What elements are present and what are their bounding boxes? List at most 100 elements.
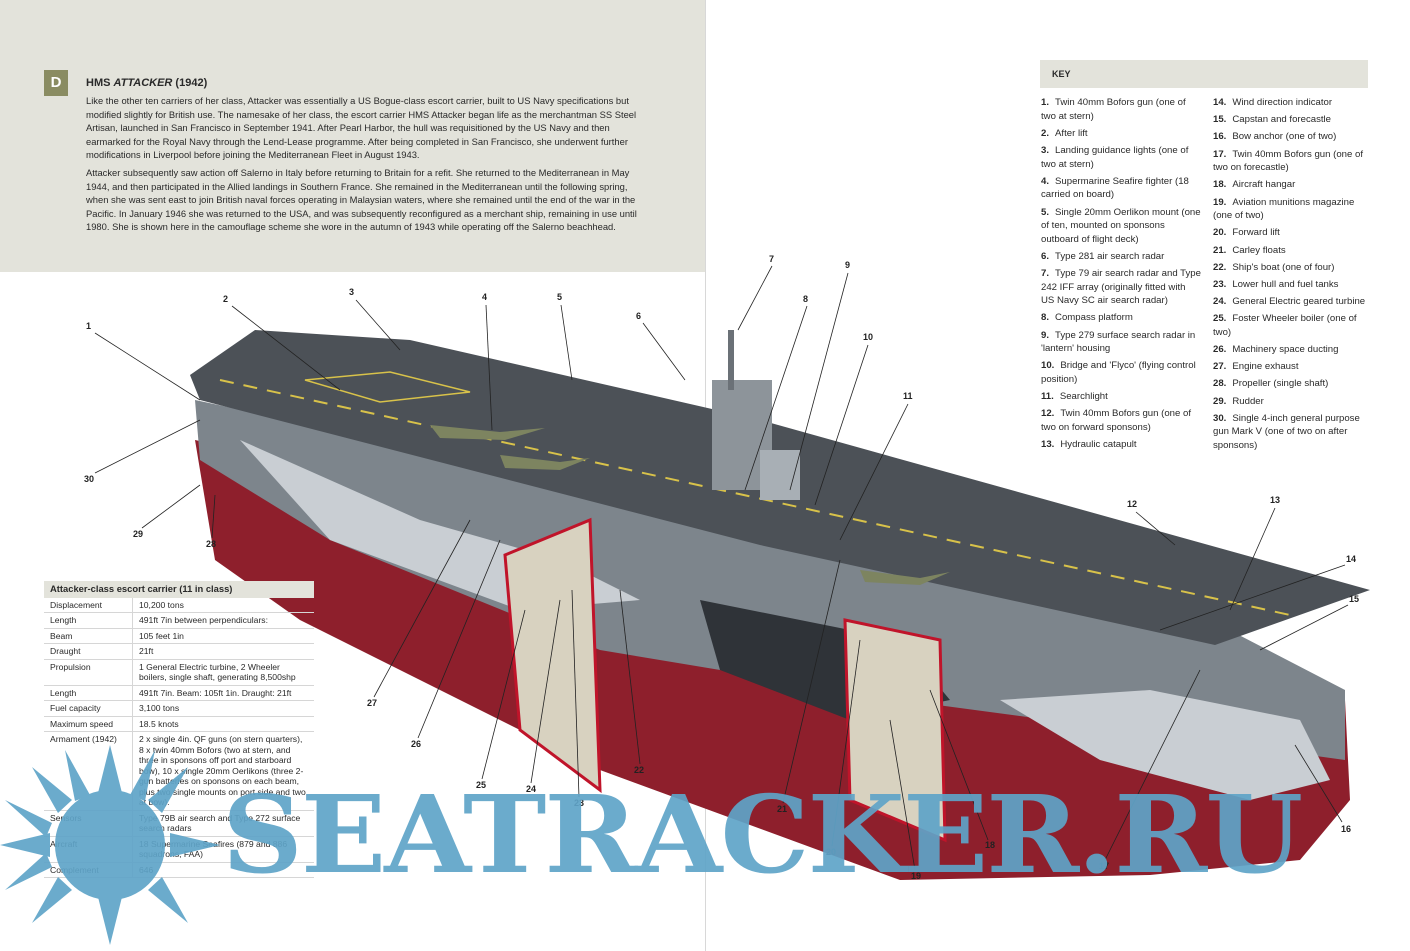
key-item: 3.Landing guidance lights (one of two at… — [1041, 144, 1201, 171]
key-item-number: 22. — [1213, 261, 1227, 273]
key-item: 20.Forward lift — [1213, 226, 1371, 240]
intro-body: Like the other ten carriers of her class… — [86, 94, 646, 238]
key-item-number: 11. — [1041, 391, 1054, 403]
spec-value: 21ft — [132, 643, 314, 660]
callout-13: 13 — [1270, 495, 1281, 505]
callout-17: 17 — [1099, 861, 1110, 871]
key-item: 2. After lift — [1041, 127, 1201, 141]
spec-label: Draught — [44, 643, 133, 660]
spec-value: 10,200 tons — [132, 597, 314, 613]
callout-12: 12 — [1127, 499, 1138, 509]
key-item-text: Rudder — [1232, 395, 1264, 407]
key-item-text: Bow anchor (one of two) — [1232, 131, 1337, 143]
callout-21: 21 — [777, 804, 788, 814]
callout-7: 7 — [769, 254, 775, 264]
key-item-text: Compass platform — [1055, 312, 1133, 324]
key-item: 7.Type 79 air search radar and Type 242 … — [1041, 267, 1201, 308]
callout-27: 27 — [367, 698, 378, 708]
callout-1: 1 — [86, 321, 92, 331]
key-item: 13.Hydraulic catapult — [1041, 438, 1201, 452]
key-item-number: 25. — [1213, 313, 1227, 325]
key-item-number: 5. — [1041, 206, 1050, 218]
key-item-text: Forward lift — [1232, 227, 1280, 239]
key-item: 6.Type 281 air search radar — [1041, 250, 1201, 264]
title-ship: ATTACKER — [113, 77, 173, 89]
key-column-left: 1.Twin 40mm Bofors gun (one of two at st… — [1041, 96, 1201, 455]
key-item-number: 28. — [1213, 378, 1227, 390]
key-item-number: 26. — [1213, 344, 1227, 356]
key-item-text: Twin 40mm Bofors gun (one of two on fore… — [1213, 148, 1363, 174]
callout-18: 18 — [985, 840, 996, 850]
key-item-number: 8. — [1041, 312, 1050, 324]
key-item: 18.Aircraft hangar — [1213, 178, 1371, 192]
key-item: 1.Twin 40mm Bofors gun (one of two at st… — [1041, 96, 1201, 123]
callout-lines — [94, 265, 1349, 871]
key-item: 8. Compass platform — [1041, 311, 1201, 325]
callout-11: 11 — [903, 391, 913, 401]
key-item: 10.Bridge and 'Flyco' (flying control po… — [1041, 359, 1201, 386]
spec-label: Length — [44, 685, 133, 701]
key-item-text: After lift — [1055, 127, 1088, 139]
key-item: 28. Propeller (single shaft) — [1213, 377, 1371, 391]
spec-value: 3,100 tons — [132, 700, 314, 717]
callout-8: 8 — [803, 294, 809, 304]
key-item: 5.Single 20mm Oerlikon mount (one of ten… — [1041, 206, 1201, 247]
key-item-text: Single 4-inch general purpose gun Mark V… — [1213, 412, 1360, 451]
spec-value: 2 x single 4in. QF guns (on stern quarte… — [132, 731, 314, 811]
spec-value: 1 General Electric turbine, 2 Wheeler bo… — [132, 659, 314, 686]
key-item-text: Wind direction indicator — [1232, 97, 1333, 108]
key-header: KEY — [1040, 60, 1368, 88]
key-item-number: 15. — [1213, 114, 1227, 126]
key-item-text: Lower hull and fuel tanks — [1232, 278, 1339, 290]
key-item-text: Propeller (single shaft) — [1232, 378, 1329, 390]
callout-25: 25 — [476, 780, 487, 790]
spec-label: Fuel capacity — [44, 700, 133, 717]
key-item: 23. Lower hull and fuel tanks — [1213, 278, 1371, 292]
spec-label: Displacement — [44, 597, 133, 613]
key-item-text: Searchlight — [1059, 391, 1108, 403]
callout-4: 4 — [482, 292, 488, 302]
key-item-text: Carley floats — [1232, 244, 1286, 256]
callout-23: 23 — [574, 798, 585, 808]
key-item: 17.Twin 40mm Bofors gun (one of two on f… — [1213, 148, 1371, 175]
intro-panel — [0, 0, 705, 272]
key-item-number: 2. — [1041, 127, 1050, 139]
spec-label: Maximum speed — [44, 716, 133, 732]
key-item: 22. Ship's boat (one of four) — [1213, 261, 1371, 275]
key-item: 4.Supermarine Seafire fighter (18 carrie… — [1041, 175, 1201, 202]
hull — [195, 400, 1350, 880]
key-item: 12.Twin 40mm Bofors gun (one of two on f… — [1041, 407, 1201, 434]
spec-value: 491ft 7in between perpendiculars: — [132, 612, 314, 629]
key-item: 11. Searchlight — [1041, 390, 1201, 404]
callout-16: 16 — [1341, 824, 1352, 834]
key-item-text: Machinery space ducting — [1232, 344, 1339, 356]
spec-label: Propulsion — [44, 659, 133, 686]
key-item-number: 21. — [1213, 244, 1227, 256]
key-item: 16.Bow anchor (one of two) — [1213, 130, 1371, 144]
key-item: 15.Capstan and forecastle — [1213, 113, 1371, 127]
key-item-text: Twin 40mm Bofors gun (one of two on forw… — [1041, 408, 1191, 433]
key-item-text: Type 79 air search radar and Type 242 IF… — [1041, 268, 1201, 307]
callout-26: 26 — [411, 739, 422, 749]
key-item-number: 17. — [1213, 148, 1227, 160]
aircraft — [430, 425, 950, 585]
plate-letter: D — [44, 70, 68, 96]
key-item-text: Ship's boat (one of four) — [1232, 261, 1335, 273]
callout-19: 19 — [911, 871, 922, 881]
key-item-number: 30. — [1213, 412, 1227, 424]
key-item-number: 6. — [1041, 250, 1050, 262]
title-year: (1942) — [172, 77, 208, 89]
key-item-number: 23. — [1213, 278, 1227, 290]
key-item-number: 19. — [1213, 196, 1227, 208]
spec-table-title: Attacker-class escort carrier (11 in cla… — [44, 581, 314, 598]
callout-28: 28 — [206, 539, 217, 549]
spec-label: Beam — [44, 628, 133, 644]
key-item-number: 3. — [1041, 144, 1050, 156]
key-item-text: Aircraft hangar — [1232, 179, 1296, 191]
key-item: 26. Machinery space ducting — [1213, 343, 1371, 357]
